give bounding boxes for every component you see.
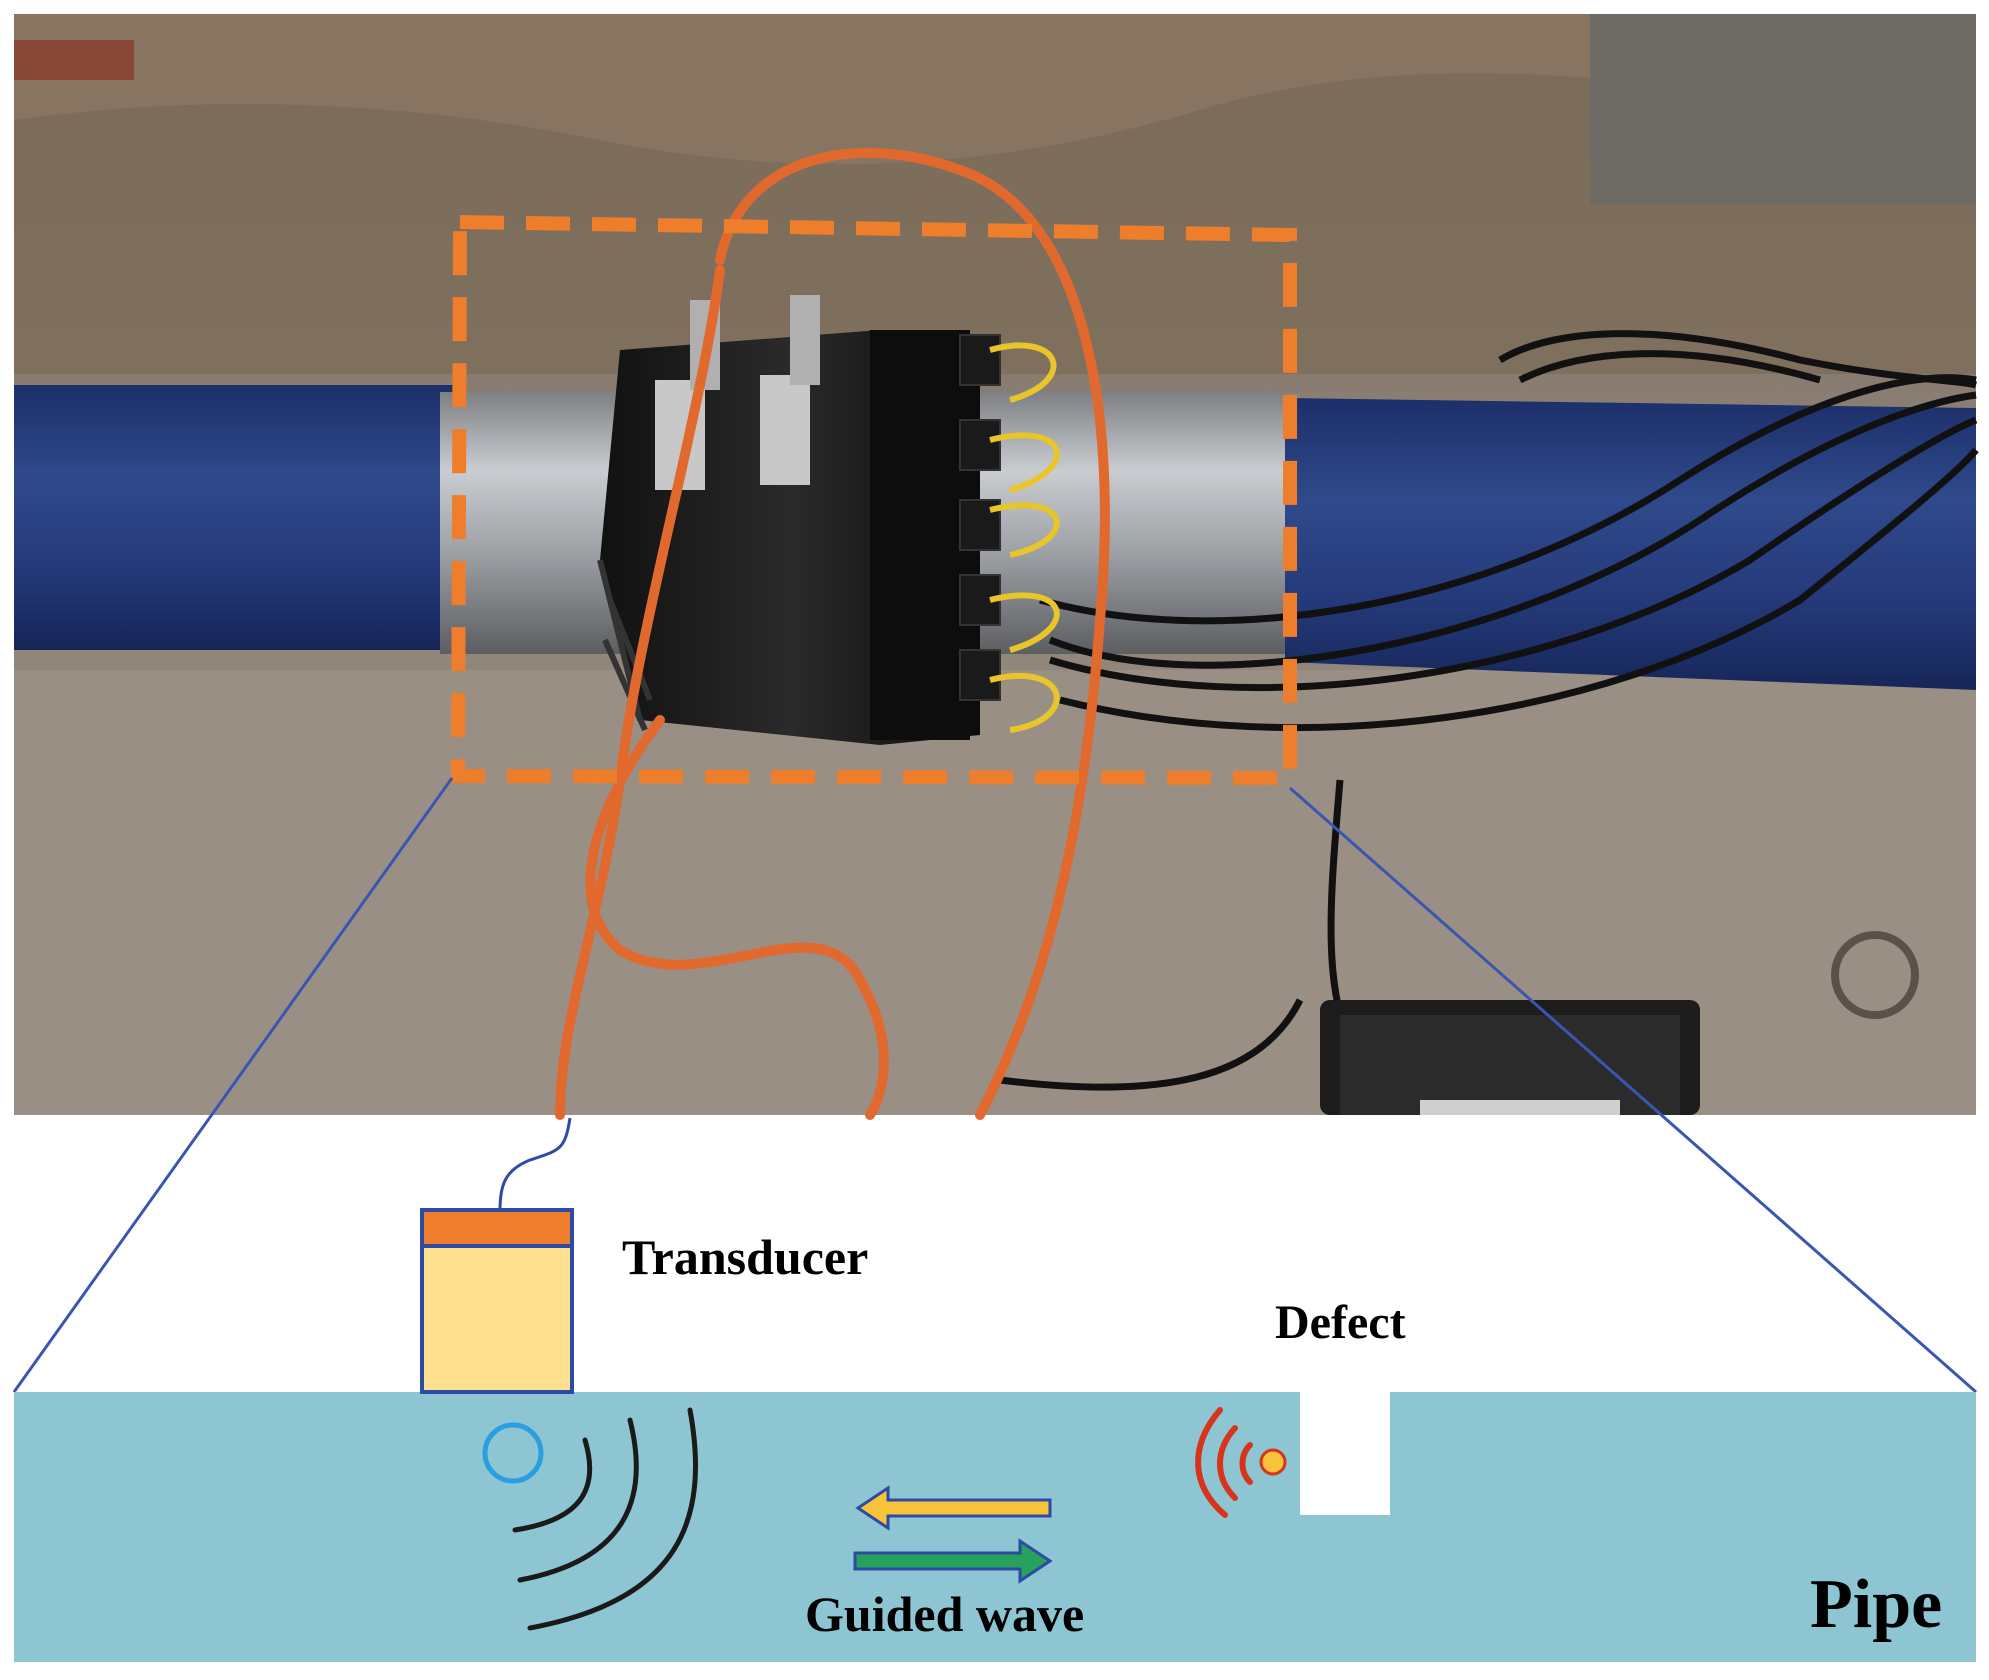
- wave-source-icon: [482, 1422, 544, 1484]
- schematic-pipe: [14, 1392, 1976, 1662]
- concrete-slab: [1590, 14, 1976, 204]
- transducer-label: Transducer: [622, 1229, 869, 1285]
- grass-texture: [14, 14, 1976, 164]
- red-object: [14, 40, 134, 80]
- transducer-ring: [597, 295, 1060, 745]
- pipe-coated-right: [1285, 398, 1976, 690]
- zoom-line-left: [12, 777, 454, 1393]
- guided-wave-label: Guided wave: [805, 1586, 1085, 1642]
- zoom-line-right: [1289, 786, 1977, 1394]
- transducer-icon: [420, 1117, 574, 1394]
- instrument-case: [1320, 1000, 1700, 1115]
- arrow-left-icon: [855, 1485, 1052, 1531]
- emitted-wavefronts: [512, 1407, 698, 1631]
- orange-cable: [555, 147, 1110, 1120]
- schematic-diagram: [14, 1117, 1976, 1662]
- reflection-icon: [1195, 1407, 1287, 1518]
- pipe-label: Pipe: [1810, 1566, 1943, 1643]
- field-photo: [14, 14, 1979, 1120]
- defect-label: Defect: [1275, 1296, 1406, 1349]
- highlight-box: [450, 214, 1297, 786]
- arrow-right-icon: [853, 1538, 1053, 1584]
- ground-marker: [1831, 931, 1919, 1019]
- pipe-coated-left: [14, 385, 464, 650]
